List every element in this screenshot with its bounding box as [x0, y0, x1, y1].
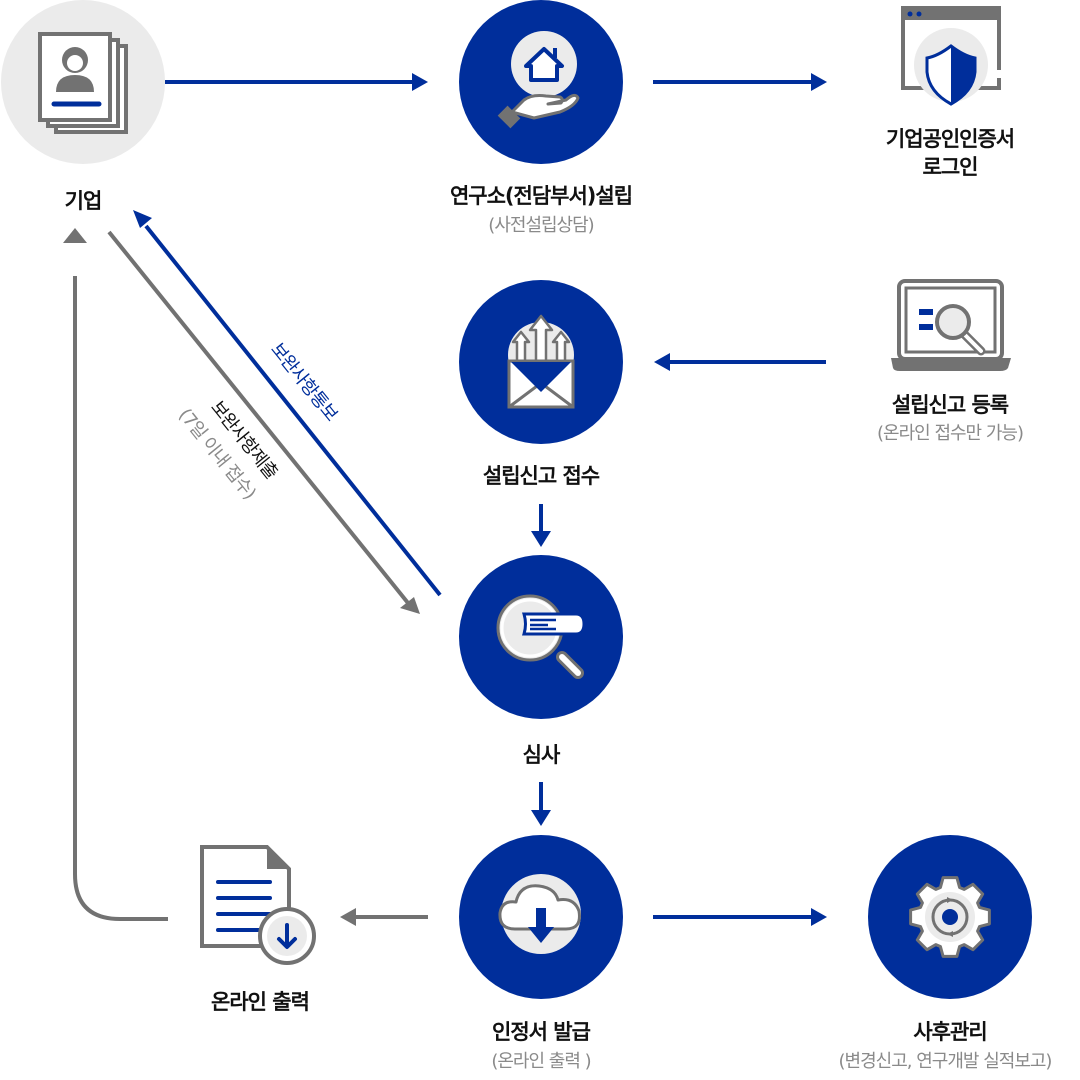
node-lab-setup [459, 0, 623, 164]
node-review [459, 555, 623, 719]
envelope-upload-icon [507, 314, 575, 409]
arrow-supplement-submit [107, 230, 420, 614]
arrow-supplement-notice [133, 210, 442, 597]
post-management-subtitle: (변경신고, 연구개발 실적보고) [838, 1051, 1053, 1072]
node-post-management [868, 835, 1032, 999]
review-title: 심사 [522, 743, 561, 767]
cert-login-title-line1: 기업공인인증서 [885, 127, 1015, 151]
arrow-register-to-receive [654, 353, 826, 371]
arrow-issue-to-post-management [653, 908, 827, 926]
node-cert-issue [459, 835, 623, 999]
lab-setup-title: 연구소(전담부서)설립 [449, 184, 633, 208]
node-report-receive [459, 280, 623, 444]
online-print-title: 온라인 출력 [211, 990, 310, 1014]
node-online-print [200, 845, 316, 965]
arrow-issue-to-online-print [340, 908, 428, 926]
document-download-icon [200, 845, 316, 965]
post-management-title: 사후관리 [913, 1020, 987, 1044]
report-register-title: 설립신고 등록 [891, 393, 1009, 417]
report-register-subtitle: (온라인 접수만 가능) [877, 423, 1024, 444]
cert-login-title-line2: 로그인 [922, 155, 979, 179]
node-report-register [891, 279, 1011, 371]
cert-issue-subtitle: (온라인 출력 ) [491, 1051, 591, 1072]
arrow-review-to-issue [531, 782, 551, 826]
hand-house-icon [497, 31, 580, 129]
arrow-online-print-to-company [63, 228, 168, 921]
node-cert-login [901, 6, 1003, 106]
browser-shield-icon [901, 6, 1003, 106]
cloud-download-icon [498, 874, 581, 954]
laptop-search-icon [891, 279, 1011, 371]
company-title: 기업 [64, 189, 103, 213]
arrow-receive-to-review [531, 504, 551, 547]
lab-setup-subtitle: (사전설립상담) [488, 215, 594, 236]
report-receive-title: 설립신고 접수 [482, 464, 600, 488]
arrow-lab-setup-to-cert-login [653, 73, 827, 91]
node-company [1, 0, 165, 164]
gear-cycle-icon [909, 876, 991, 958]
connectors [63, 73, 827, 926]
arrow-company-to-lab-setup [165, 73, 428, 91]
cert-issue-title: 인정서 발급 [492, 1020, 591, 1044]
profile-document-icon [38, 32, 128, 134]
magnifier-document-icon [496, 594, 586, 679]
